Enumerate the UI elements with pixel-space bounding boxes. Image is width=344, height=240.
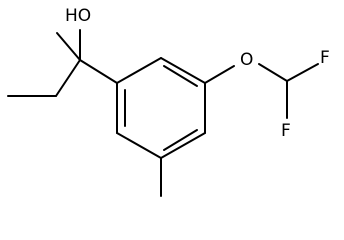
bond-c-ethyl-ch2 — [55, 59, 81, 97]
bonds — [7, 29, 319, 197]
fluorine-top-label: F — [320, 48, 330, 68]
bond-o-chf2 — [258, 63, 288, 82]
ring-bond-1 — [116, 57, 162, 84]
ether-oxygen-label: O — [240, 50, 253, 70]
fluorine-bottom-label: F — [281, 121, 291, 141]
atom-labels: HO O F F — [65, 6, 330, 141]
ring-bond-5 — [116, 132, 162, 159]
bond-c-methyl — [56, 32, 81, 61]
bond-c-f-top — [286, 63, 319, 82]
ring-double-bond-bottom — [163, 129, 198, 151]
bond-c-ring — [79, 59, 118, 84]
hydroxyl-label: HO — [65, 6, 91, 26]
ring-bond-2 — [160, 57, 206, 84]
ring-bond-4 — [160, 132, 206, 159]
ring-double-bond-top — [163, 65, 198, 87]
bond-ring-o — [204, 65, 235, 84]
molecule-structure-diagram: HO O F F — [7, 6, 330, 197]
